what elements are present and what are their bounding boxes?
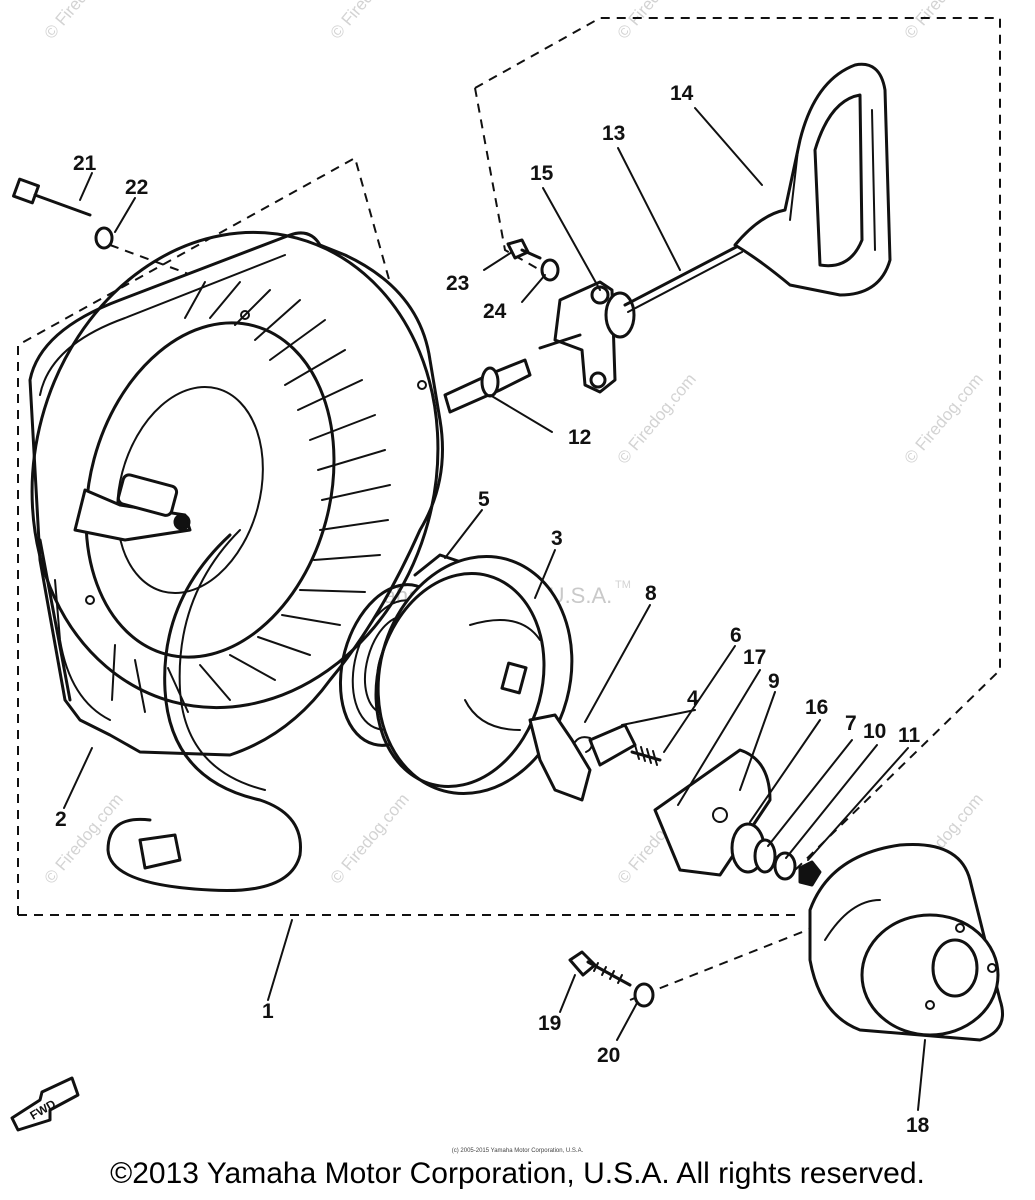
callout-labels: 21 22 23 24 15 13 14 12 5 3 8 4 6 17 9 1… (55, 82, 930, 1137)
starter-cover (808, 842, 1004, 1042)
fan-housing (28, 230, 444, 757)
trademark-mark: TM (615, 579, 631, 591)
housing-bolt (12, 177, 114, 250)
watermark: © Firedog.com (41, 790, 127, 888)
callout-24: 24 (483, 300, 507, 323)
callout-8: 8 (645, 582, 657, 605)
callout-13: 13 (602, 122, 625, 145)
callout-17: 17 (743, 646, 766, 669)
watermark: © Firedog.com (41, 0, 127, 43)
callout-3: 3 (551, 527, 563, 550)
callout-23: 23 (446, 272, 469, 295)
callout-10: 10 (863, 720, 886, 743)
watermark: © Firedog.com (901, 0, 987, 43)
watermark: © Firedog.com (901, 370, 987, 468)
callout-16: 16 (805, 696, 828, 719)
rope-guide (538, 280, 636, 394)
callout-1: 1 (262, 1000, 274, 1023)
guide-screw (506, 238, 560, 282)
callout-18: 18 (906, 1114, 930, 1137)
callout-14: 14 (670, 82, 694, 105)
callout-12: 12 (568, 426, 591, 449)
callout-21: 21 (73, 152, 97, 175)
callout-11: 11 (898, 724, 921, 747)
watermark: © Firedog.com (327, 0, 413, 43)
fine-print: (c) 2005-2015 Yamaha Motor Corporation, … (451, 1148, 584, 1154)
starter-rope (106, 529, 302, 893)
sheave-drum (374, 555, 574, 795)
starter-handle (733, 62, 892, 297)
leader-lines (63, 107, 926, 1111)
callout-15: 15 (530, 162, 554, 185)
fwd-arrow-icon: FWD (10, 1076, 80, 1132)
callout-7: 7 (845, 712, 857, 735)
callout-4: 4 (687, 687, 699, 710)
cover-bolt (568, 950, 655, 1008)
copyright-notice: ©2013 Yamaha Motor Corporation, U.S.A. A… (110, 1157, 925, 1190)
handle-rope (623, 243, 743, 313)
pawl (528, 713, 637, 802)
watermark: © Firedog.com (614, 370, 700, 468)
watermark: © Firedog.com (327, 790, 413, 888)
callout-6: 6 (730, 624, 742, 647)
callout-2: 2 (55, 808, 67, 831)
callout-20: 20 (597, 1044, 620, 1067)
callout-22: 22 (125, 176, 148, 199)
callout-5: 5 (478, 488, 490, 511)
bushing (443, 358, 532, 414)
pawl-spring (630, 744, 662, 766)
callout-9: 9 (768, 670, 780, 693)
watermark: © Firedog.com (614, 0, 700, 43)
washers-nut (730, 822, 822, 887)
callout-19: 19 (538, 1012, 561, 1035)
